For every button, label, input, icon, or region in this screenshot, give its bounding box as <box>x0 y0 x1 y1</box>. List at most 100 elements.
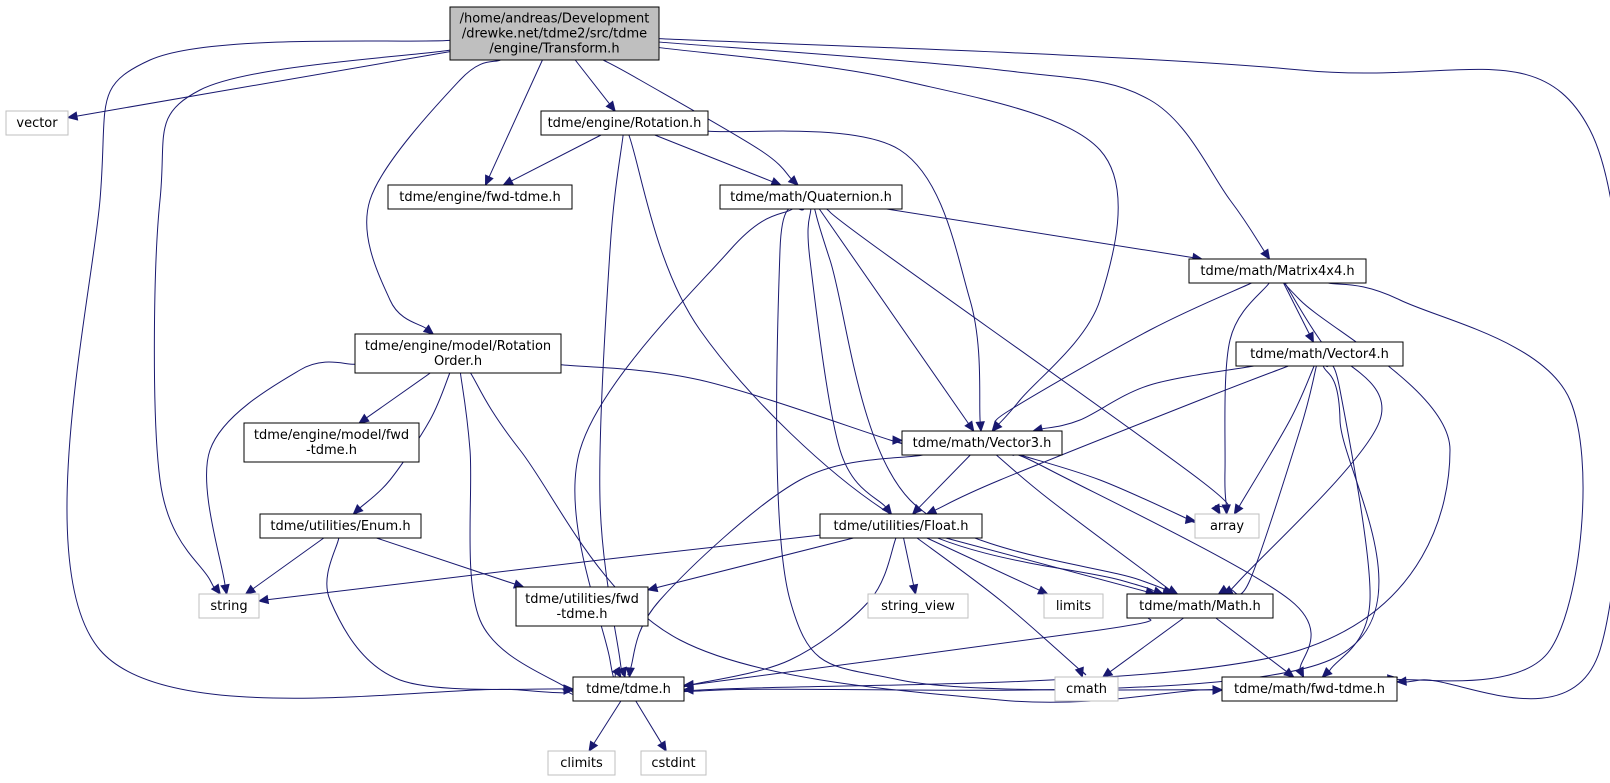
node-box[interactable] <box>901 430 1063 456</box>
edge-line <box>683 537 897 688</box>
node-array: array <box>1194 513 1260 539</box>
node-math-fwd[interactable]: tdme/math/fwd-tdme.h <box>1221 676 1398 702</box>
edge-vector4-to-math <box>1222 365 1317 595</box>
node-box[interactable] <box>1221 676 1398 702</box>
node-engine-fwd[interactable]: tdme/engine/fwd-tdme.h <box>387 184 573 210</box>
edge-vector3-to-math <box>995 454 1180 598</box>
arrowhead-icon <box>682 679 694 690</box>
edge-float-to-limits <box>926 537 1049 595</box>
node-vector: vector <box>5 110 69 136</box>
edge-line <box>814 208 1167 591</box>
node-enum[interactable]: tdme/utilities/Enum.h <box>259 513 422 539</box>
edge-enum-to-utilities_fwd <box>376 537 525 589</box>
edge-line <box>1012 453 1312 676</box>
edge-matrix4x4-to-vector3 <box>991 282 1252 432</box>
node-model-fwd[interactable]: tdme/engine/model/fwd-tdme.h <box>243 422 420 463</box>
edge-line <box>658 47 1119 425</box>
edge-quaternion-to-tdme <box>574 208 793 679</box>
edge-rotation-to-tdme <box>599 134 627 679</box>
node-box[interactable] <box>387 184 573 210</box>
node-box[interactable] <box>1126 593 1274 619</box>
node-box[interactable] <box>819 513 983 539</box>
edge-vector3-to-tdme <box>625 454 924 679</box>
edge-quaternion-to-float <box>807 208 893 515</box>
edge-transform-to-string <box>153 49 451 595</box>
node-box[interactable] <box>1235 341 1404 367</box>
node-label: tdme/math/Vector3.h <box>913 436 1052 451</box>
node-matrix4x4[interactable]: tdme/math/Matrix4x4.h <box>1188 258 1367 284</box>
node-transform[interactable]: /home/andreas/Development/drewke.net/tdm… <box>449 6 660 61</box>
node-box[interactable] <box>259 513 422 539</box>
node-label: tdme/math/Vector4.h <box>1250 347 1389 362</box>
edge-vector3-to-array <box>1020 454 1197 524</box>
edge-line <box>376 537 516 585</box>
edge-tdme-to-cstdint <box>635 700 667 753</box>
node-box <box>867 593 969 619</box>
node-tdme[interactable]: tdme/tdme.h <box>572 676 685 702</box>
node-box[interactable] <box>540 110 709 136</box>
edge-line <box>560 364 906 445</box>
edge-math-to-cmath <box>1101 617 1184 678</box>
node-label: tdme/engine/model/Rotation <box>365 339 551 354</box>
node-box[interactable] <box>1188 258 1367 284</box>
edge-line <box>945 537 1147 593</box>
arrowhead-icon <box>975 421 985 433</box>
edge-line <box>918 454 971 508</box>
edge-float-to-tdme <box>682 537 897 690</box>
node-label: Order.h <box>434 354 482 369</box>
node-string: string <box>198 593 260 619</box>
node-label: limits <box>1056 599 1092 614</box>
arrowhead-icon <box>1395 676 1407 686</box>
node-box <box>1054 676 1119 702</box>
edge-rotation_order-to-tdme <box>459 372 576 696</box>
node-label: /engine/Transform.h <box>489 42 619 57</box>
node-box[interactable] <box>515 586 649 627</box>
edge-quaternion-to-matrix4x4 <box>886 208 1204 263</box>
arrowhead-icon <box>484 174 494 187</box>
arrowhead-icon <box>892 435 904 445</box>
edge-line <box>886 208 1194 259</box>
edge-rotation-to-quaternion <box>654 134 782 186</box>
node-box <box>198 593 260 619</box>
edge-line <box>459 372 576 696</box>
edge-rotation_order-to-string <box>206 361 356 596</box>
node-box[interactable] <box>243 422 420 463</box>
edge-line <box>488 59 543 178</box>
edge-line <box>1020 454 1197 524</box>
node-quaternion[interactable]: tdme/math/Quaternion.h <box>719 184 903 210</box>
node-utilities-fwd[interactable]: tdme/utilities/fwd-tdme.h <box>515 586 649 627</box>
arrowhead-icon <box>1212 685 1224 695</box>
node-box[interactable] <box>719 184 903 210</box>
node-label: tdme/utilities/fwd <box>525 592 639 607</box>
arrowhead-icon <box>1283 667 1295 678</box>
edge-line <box>1283 282 1310 335</box>
edge-vector3-to-float <box>911 454 971 515</box>
arrowhead-icon <box>617 666 627 679</box>
node-box[interactable] <box>449 6 660 61</box>
node-math[interactable]: tdme/math/Math.h <box>1126 593 1274 619</box>
arrowhead-icon <box>787 175 799 186</box>
edge-line <box>1215 617 1287 672</box>
node-box[interactable] <box>354 333 562 374</box>
node-float[interactable]: tdme/utilities/Float.h <box>819 513 983 539</box>
arrowhead-icon <box>358 413 370 424</box>
edge-line <box>658 38 1610 700</box>
edge-line <box>916 537 1087 676</box>
edge-line <box>818 208 969 424</box>
arrowhead-icon <box>257 594 270 605</box>
edge-transform-to-rotation <box>574 59 616 112</box>
node-label: string <box>210 599 247 614</box>
edge-line <box>1235 365 1315 513</box>
arrowhead-icon <box>991 420 1003 432</box>
node-rotation[interactable]: tdme/engine/Rotation.h <box>540 110 709 136</box>
node-label: tdme/math/Quaternion.h <box>730 190 892 205</box>
node-vector3[interactable]: tdme/math/Vector3.h <box>901 430 1063 456</box>
arrowhead-icon <box>210 583 221 595</box>
edge-enum-to-string <box>244 537 325 595</box>
node-vector4[interactable]: tdme/math/Vector4.h <box>1235 341 1404 367</box>
node-label: tdme/utilities/Enum.h <box>270 519 410 534</box>
node-box[interactable] <box>572 676 685 702</box>
arrowhead-icon <box>1037 585 1049 595</box>
edge-vector4-to-array <box>1233 365 1315 516</box>
